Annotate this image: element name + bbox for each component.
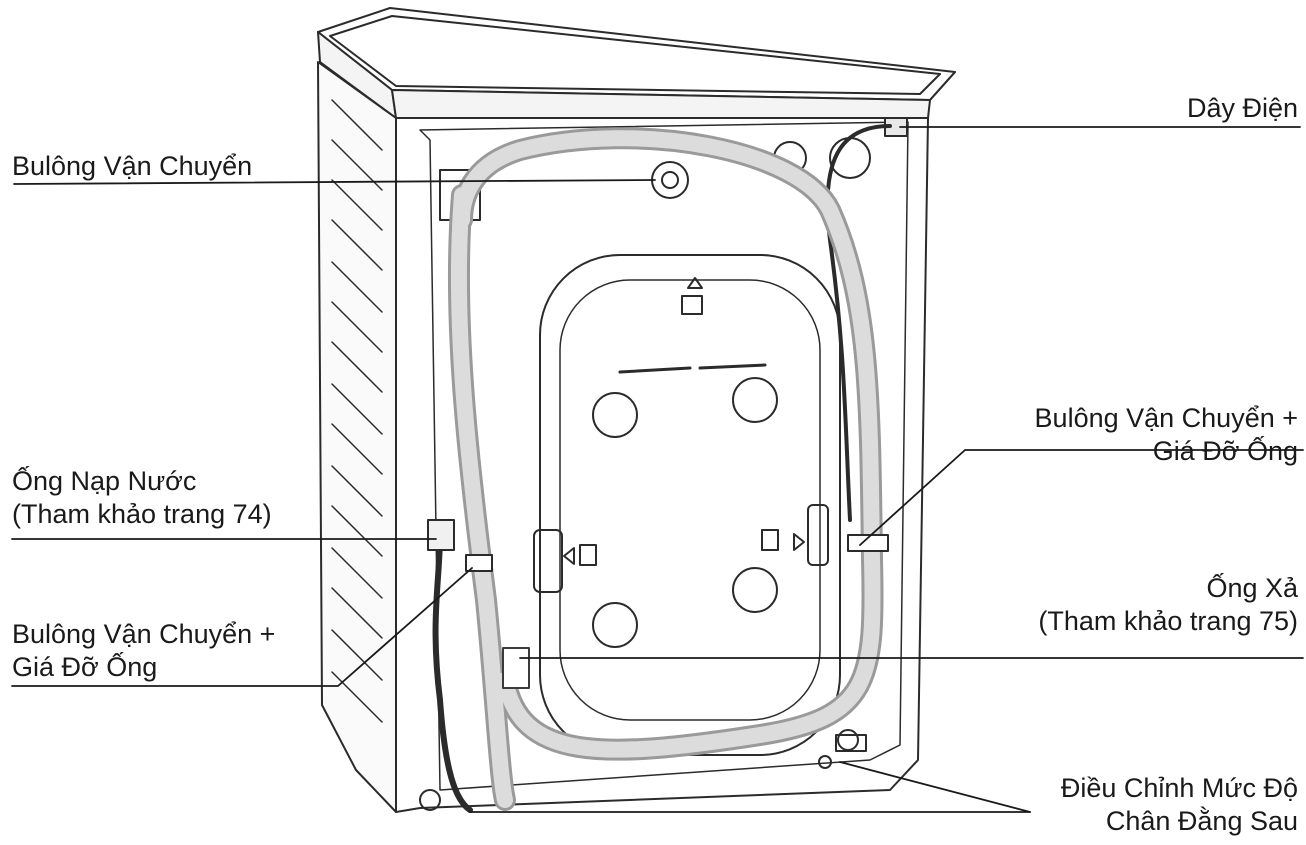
label-power-cord: Dây Điện	[1186, 93, 1298, 123]
hose-bracket-left	[465, 554, 493, 572]
drain-hose	[447, 127, 884, 811]
label-rear-leveling-feet: Điều Chỉnh Mức Độ Chân Đằng Sau	[1060, 773, 1298, 836]
label-shipping-bolt-left: Bulông Vận Chuyển + Giá Đỡ Ống	[12, 619, 276, 682]
label-shipping-bolt-top: Bulông Vận Chuyển	[12, 151, 253, 181]
cabinet-top	[317, 7, 956, 119]
water-inlet-hose	[427, 519, 473, 813]
label-shipping-bolt-right: Bulông Vận Chuyển + Giá Đỡ Ống	[1034, 403, 1298, 466]
label-drain-hose: Ống Xả (Tham khảo trang 75)	[1038, 573, 1298, 636]
label-water-inlet-hose: Ống Nạp Nước (Tham khảo trang 74)	[12, 466, 272, 529]
cabinet-left-side	[317, 61, 397, 813]
shipping-bolt-top	[651, 161, 689, 199]
rear-panel	[395, 117, 929, 813]
hose-bracket-right	[847, 534, 889, 552]
leader-lines	[11, 126, 1304, 813]
